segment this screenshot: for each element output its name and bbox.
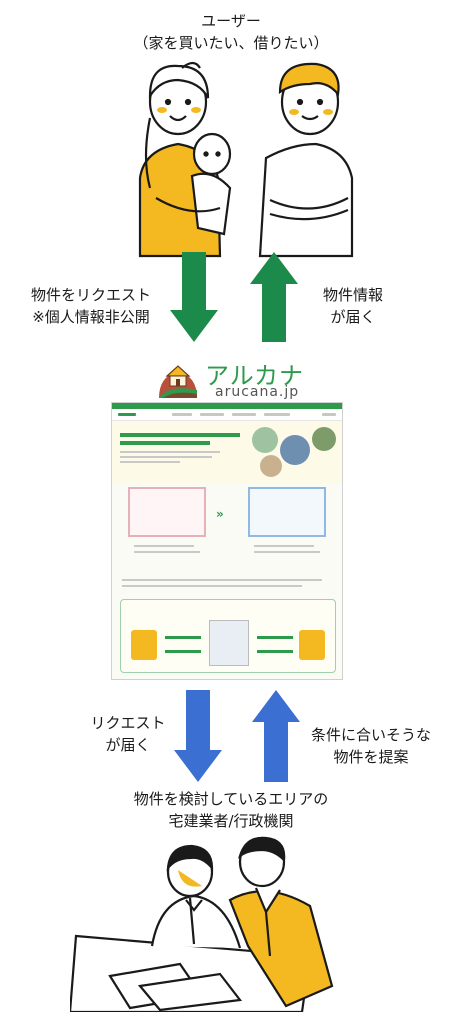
preview-photo [260,455,282,477]
propose-property-note: 条件に合いそうな 物件を提案 [296,724,446,768]
man-figure [258,62,354,258]
business-illustration [70,836,334,1012]
property-info-arrives-note: 物件情報 が届く [298,284,408,328]
preview-panel-after [248,487,326,537]
blue-up-arrow [252,690,300,782]
green-up-arrow [250,252,298,342]
property-info-line2: が届く [330,308,376,326]
request-arrives-note: リクエスト が届く [78,712,178,756]
preview-photo [280,435,310,465]
preview-chevron: » [216,507,224,521]
request-property-note: 物件をリクエスト ※個人情報非公開 [6,284,176,328]
preview-nav [112,409,342,421]
preview-headline-2 [120,441,210,445]
propose-property-line2: 物件を提案 [333,748,409,766]
request-arrives-line2: が届く [105,736,151,754]
woman-figure [138,61,232,258]
preview-headline [120,433,240,437]
house-logo-icon [159,365,197,398]
users-illustration [138,61,354,258]
user-label: ユーザー （家を買いたい、借りたい） [0,10,462,54]
preview-panel-before [128,487,206,537]
green-down-arrow [170,252,218,342]
business-label-line1: 物件を検討しているエリアの [133,790,329,808]
business-label: 物件を検討しているエリアの 宅建業者/行政機関 [0,788,462,832]
blue-down-arrow [174,690,222,782]
logo-name: アルカナ [205,362,305,390]
request-arrives-line1: リクエスト [90,714,166,732]
website-preview: » [111,402,343,680]
business-label-line2: 宅建業者/行政機関 [168,812,294,830]
preview-topbar [112,403,342,409]
logo-url: arucana.jp [215,384,300,400]
propose-property-line1: 条件に合いそうな [310,726,431,744]
arucana-logo: アルカナ arucana.jp [155,356,315,402]
user-label-line2: （家を買いたい、借りたい） [133,34,329,52]
request-property-line1: 物件をリクエスト [30,286,151,304]
request-property-line2: ※個人情報非公開 [32,308,150,326]
paper [137,972,243,1012]
user-label-line1: ユーザー [201,12,261,30]
preview-photo [312,427,336,451]
preview-flow-box [120,599,336,673]
preview-photo [252,427,278,453]
property-info-line1: 物件情報 [322,286,383,304]
